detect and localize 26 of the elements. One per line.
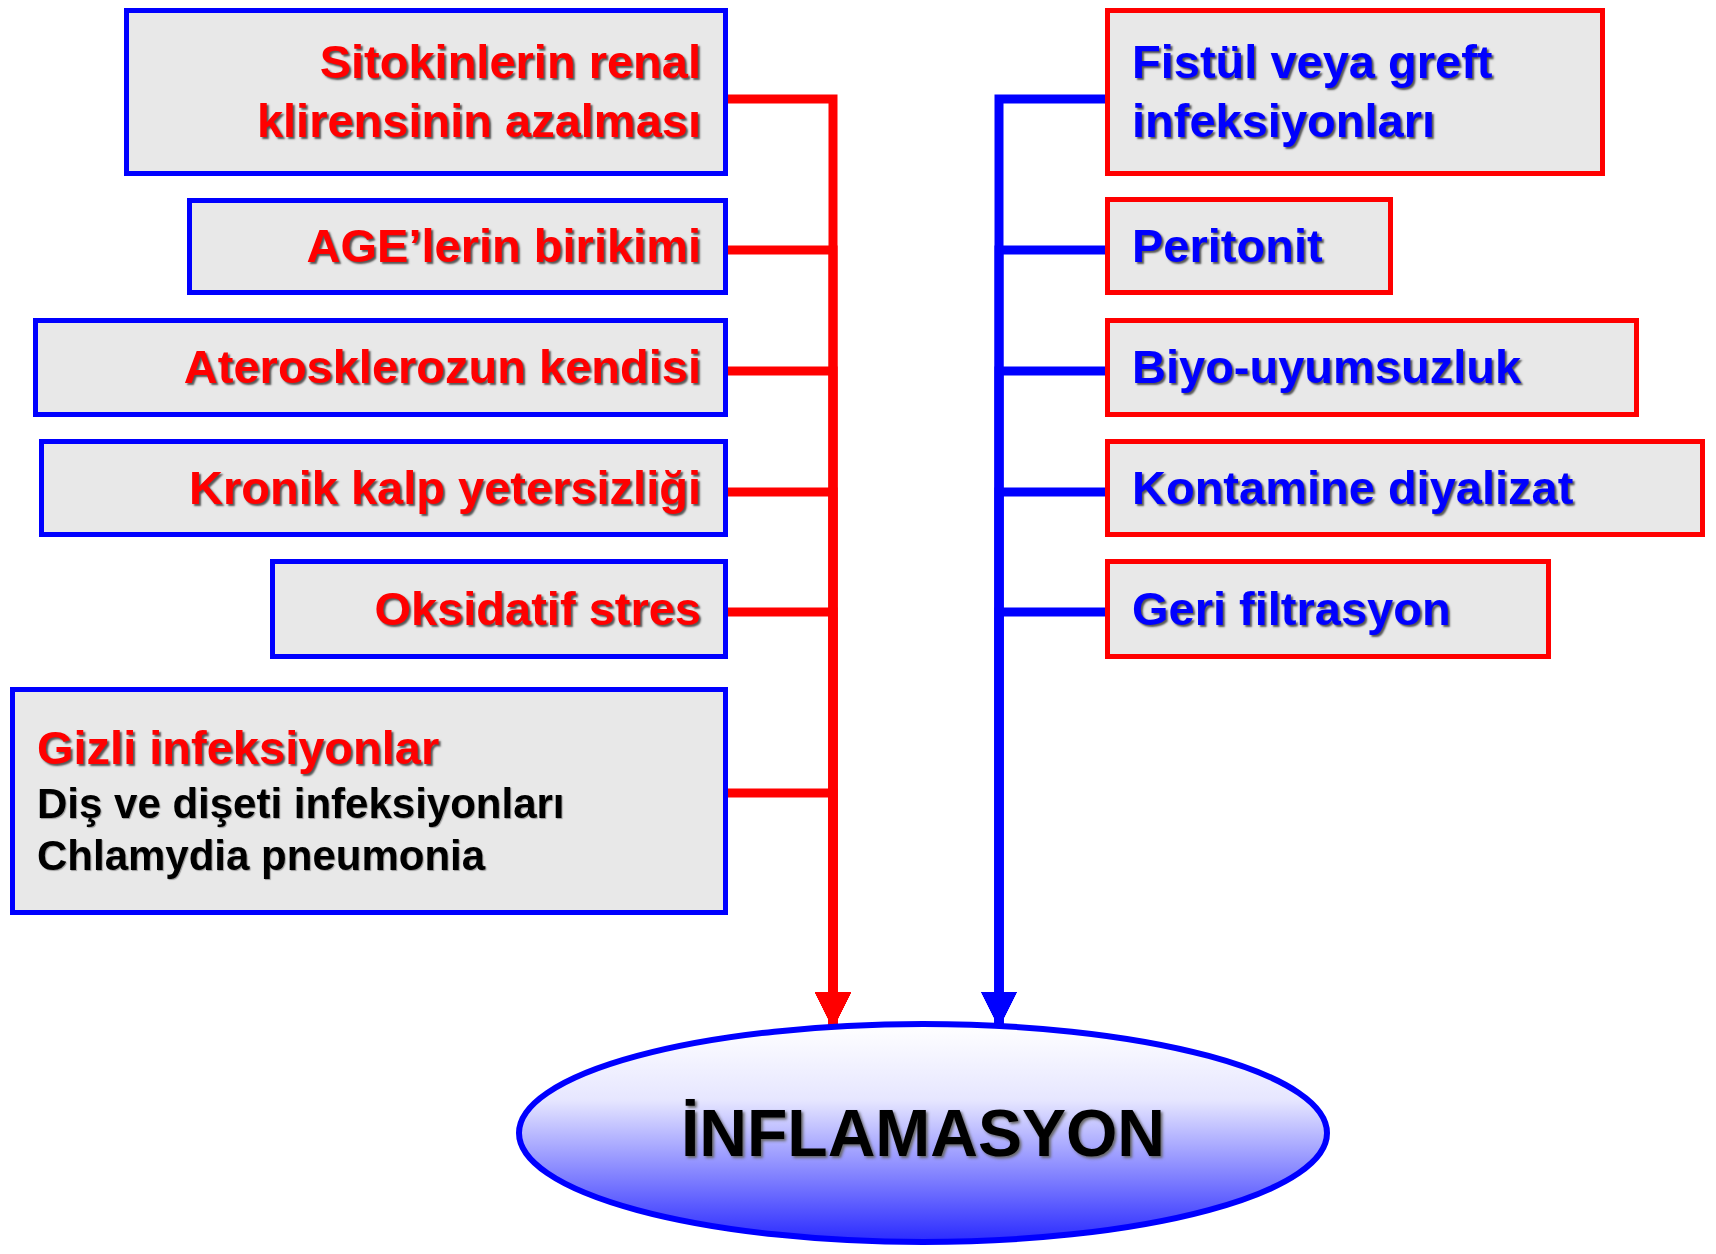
- cause-box: [270, 559, 728, 659]
- node-label: Oksidatif stres: [374, 580, 701, 637]
- node-label: Aterosklerozun kendisi: [183, 339, 701, 396]
- node-label: Peritonit: [1132, 217, 1323, 274]
- cause-box: [1105, 559, 1551, 659]
- node-label: İNFLAMASYON: [681, 1094, 1165, 1172]
- cause-box: [33, 318, 728, 417]
- node-label: Biyo-uyumsuzluk: [1132, 339, 1522, 396]
- node-label: Geri filtrasyon: [1132, 580, 1451, 637]
- cause-box: [1105, 197, 1393, 295]
- node-label: Sitokinlerin renal klirensinin azalması: [255, 34, 701, 149]
- node-detail: Diş ve dişeti infeksiyonları: [37, 778, 565, 829]
- node-label: Kontamine diyalizat: [1132, 459, 1574, 516]
- ellipse-node: [515, 1020, 1331, 1246]
- node-detail: Chlamydia pneumonia: [37, 831, 486, 882]
- cause-box: [1105, 439, 1705, 537]
- cause-box: [187, 198, 728, 295]
- node-label: Gizli infeksiyonlar: [37, 720, 440, 777]
- cause-box: [1105, 8, 1605, 176]
- node-label: Kronik kalp yetersizliği: [189, 459, 701, 516]
- node-label: AGE’lerin birikimi: [306, 218, 701, 275]
- cause-box: [10, 687, 728, 915]
- cause-box: [1105, 318, 1639, 417]
- cause-box: [39, 439, 728, 537]
- node-label: Fistül veya greft infeksiyonları: [1132, 34, 1494, 149]
- cause-box: [124, 8, 728, 176]
